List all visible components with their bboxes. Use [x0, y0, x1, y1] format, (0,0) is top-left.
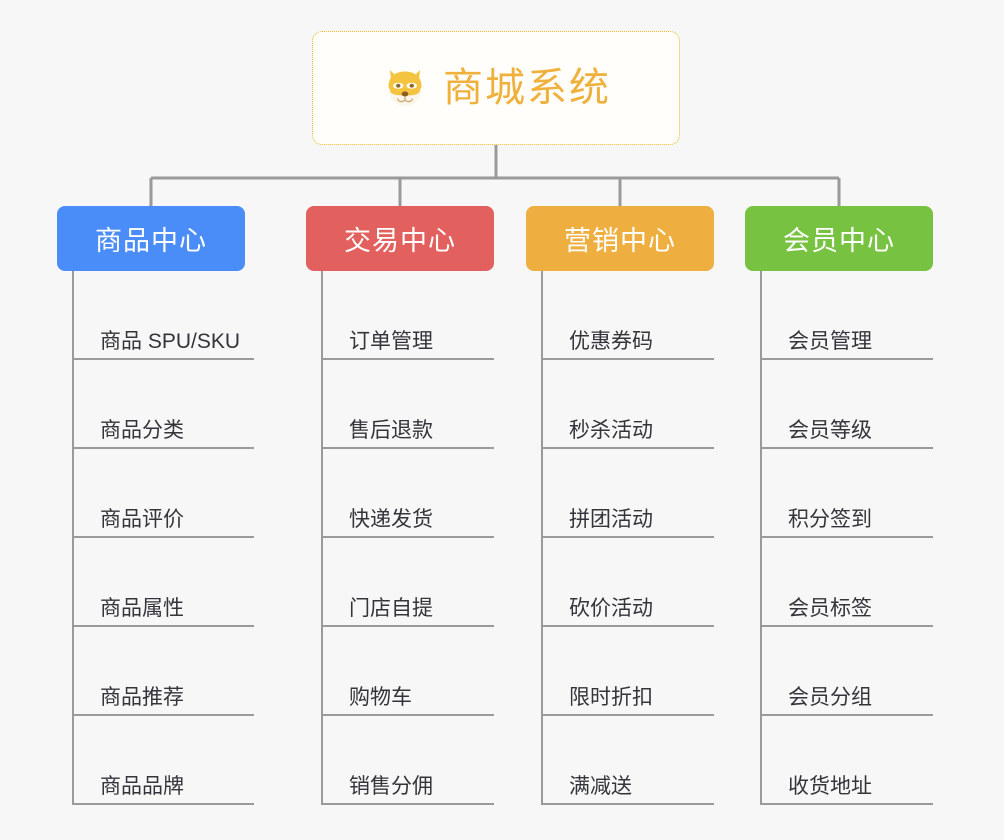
- leaf-item-label: 快递发货: [349, 508, 433, 531]
- leaf-item-label: 商品属性: [100, 597, 184, 620]
- leaf-item[interactable]: 拼团活动: [526, 449, 714, 538]
- branch-header-label: 会员中心: [783, 226, 895, 256]
- leaf-underline: [72, 714, 254, 716]
- leaf-item-label: 积分签到: [788, 508, 872, 531]
- branch-spine-line: [72, 271, 74, 805]
- leaf-item[interactable]: 会员管理: [745, 271, 933, 360]
- leaf-item-label: 门店自提: [349, 597, 433, 620]
- leaf-item-label: 售后退款: [349, 419, 433, 442]
- leaf-underline: [541, 447, 714, 449]
- leaf-underline: [541, 714, 714, 716]
- leaf-underline: [760, 447, 933, 449]
- leaf-item-label: 会员等级: [788, 419, 872, 442]
- leaf-underline: [321, 447, 494, 449]
- leaf-item[interactable]: 积分签到: [745, 449, 933, 538]
- leaf-item-label: 商品评价: [100, 508, 184, 531]
- leaf-item-label: 销售分佣: [349, 775, 433, 798]
- leaf-item[interactable]: 会员等级: [745, 360, 933, 449]
- leaf-item-label: 会员管理: [788, 330, 872, 353]
- branch-header-label: 商品中心: [95, 226, 207, 256]
- branch-spine-line: [760, 271, 762, 805]
- leaf-item[interactable]: 商品属性: [57, 538, 254, 627]
- leaf-item[interactable]: 售后退款: [306, 360, 494, 449]
- leaf-item[interactable]: 收货地址: [745, 716, 933, 805]
- leaf-underline: [541, 536, 714, 538]
- leaf-item-label: 商品分类: [100, 419, 184, 442]
- leaf-item[interactable]: 购物车: [306, 627, 494, 716]
- leaf-item-label: 商品推荐: [100, 686, 184, 709]
- leaf-item[interactable]: 会员分组: [745, 627, 933, 716]
- leaf-item-label: 订单管理: [349, 330, 433, 353]
- branch-leaf-list-1: 商品 SPU/SKU 商品分类商品评价商品属性商品推荐商品品牌: [57, 271, 254, 805]
- leaf-item[interactable]: 满减送: [526, 716, 714, 805]
- leaf-item-label: 商品品牌: [100, 775, 184, 798]
- leaf-item[interactable]: 商品分类: [57, 360, 254, 449]
- leaf-item-label: 商品 SPU/SKU: [100, 330, 241, 353]
- leaf-item[interactable]: 优惠券码: [526, 271, 714, 360]
- leaf-underline: [321, 803, 494, 805]
- leaf-item-label: 满减送: [569, 775, 632, 798]
- leaf-item-label: 砍价活动: [569, 597, 653, 620]
- branch-column-3: 营销中心优惠券码秒杀活动拼团活动砍价活动限时折扣满减送: [526, 206, 714, 805]
- leaf-item[interactable]: 限时折扣: [526, 627, 714, 716]
- leaf-underline: [72, 358, 254, 360]
- leaf-underline: [321, 714, 494, 716]
- leaf-underline: [760, 803, 933, 805]
- leaf-underline: [541, 803, 714, 805]
- leaf-item[interactable]: 销售分佣: [306, 716, 494, 805]
- root-node[interactable]: 商城系统: [312, 31, 680, 145]
- leaf-item-label: 拼团活动: [569, 508, 653, 531]
- shiba-dog-face-icon: [388, 70, 422, 106]
- branch-column-2: 交易中心订单管理售后退款快递发货门店自提购物车销售分佣: [306, 206, 494, 805]
- leaf-item-label: 收货地址: [788, 775, 872, 798]
- leaf-item-label: 优惠券码: [569, 330, 653, 353]
- leaf-item-label: 限时折扣: [569, 686, 653, 709]
- leaf-item[interactable]: 会员标签: [745, 538, 933, 627]
- branch-header-2[interactable]: 交易中心: [306, 206, 494, 271]
- branch-column-4: 会员中心会员管理会员等级积分签到会员标签会员分组收货地址: [745, 206, 933, 805]
- leaf-item-label: 秒杀活动: [569, 419, 653, 442]
- leaf-item-label: 会员标签: [788, 597, 872, 620]
- leaf-underline: [541, 625, 714, 627]
- branch-leaf-list-3: 优惠券码秒杀活动拼团活动砍价活动限时折扣满减送: [526, 271, 714, 805]
- leaf-underline: [72, 803, 254, 805]
- leaf-underline: [72, 536, 254, 538]
- branch-leaf-list-4: 会员管理会员等级积分签到会员标签会员分组收货地址: [745, 271, 933, 805]
- leaf-underline: [760, 625, 933, 627]
- leaf-underline: [321, 536, 494, 538]
- branch-header-3[interactable]: 营销中心: [526, 206, 714, 271]
- branch-spine-line: [541, 271, 543, 805]
- leaf-item-label: 购物车: [349, 686, 412, 709]
- branch-spine-line: [321, 271, 323, 805]
- leaf-underline: [760, 536, 933, 538]
- leaf-item[interactable]: 砍价活动: [526, 538, 714, 627]
- leaf-underline: [321, 625, 494, 627]
- leaf-item[interactable]: 商品评价: [57, 449, 254, 538]
- leaf-underline: [321, 358, 494, 360]
- root-title: 商城系统: [443, 66, 611, 110]
- leaf-item[interactable]: 快递发货: [306, 449, 494, 538]
- leaf-underline: [72, 625, 254, 627]
- leaf-item[interactable]: 商品品牌: [57, 716, 254, 805]
- branch-leaf-list-2: 订单管理售后退款快递发货门店自提购物车销售分佣: [306, 271, 494, 805]
- leaf-underline: [72, 447, 254, 449]
- leaf-underline: [760, 358, 933, 360]
- branch-header-label: 营销中心: [564, 226, 676, 256]
- leaf-item[interactable]: 订单管理: [306, 271, 494, 360]
- branch-header-label: 交易中心: [344, 226, 456, 256]
- leaf-underline: [760, 714, 933, 716]
- branch-header-1[interactable]: 商品中心: [57, 206, 245, 271]
- leaf-item[interactable]: 商品推荐: [57, 627, 254, 716]
- leaf-underline: [541, 358, 714, 360]
- leaf-item[interactable]: 商品 SPU/SKU: [57, 271, 254, 360]
- leaf-item[interactable]: 门店自提: [306, 538, 494, 627]
- branch-header-4[interactable]: 会员中心: [745, 206, 933, 271]
- leaf-item-label: 会员分组: [788, 686, 872, 709]
- branch-column-1: 商品中心商品 SPU/SKU 商品分类商品评价商品属性商品推荐商品品牌: [57, 206, 254, 805]
- leaf-item[interactable]: 秒杀活动: [526, 360, 714, 449]
